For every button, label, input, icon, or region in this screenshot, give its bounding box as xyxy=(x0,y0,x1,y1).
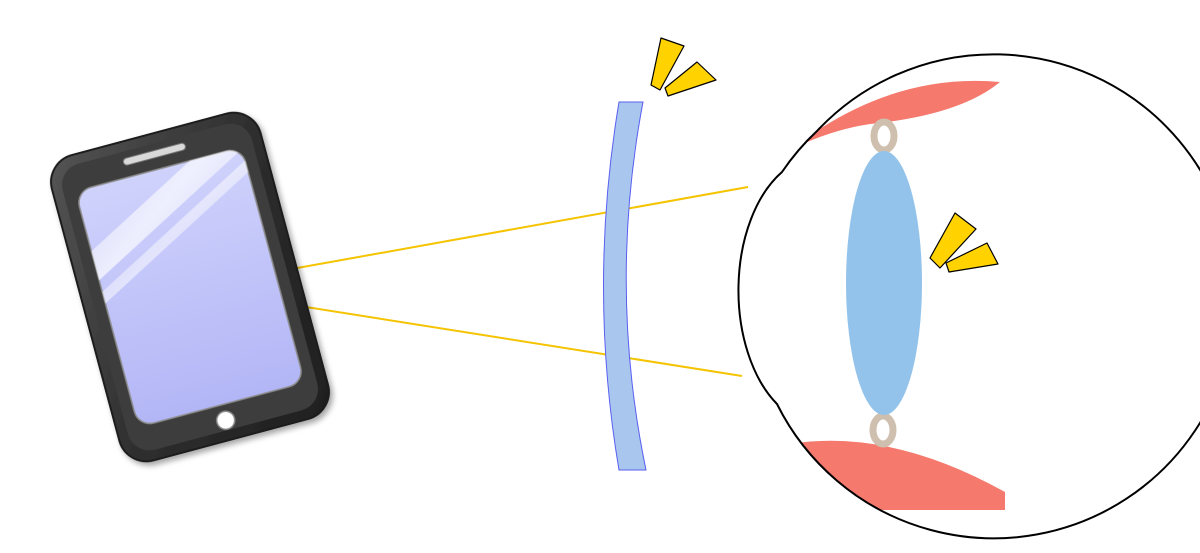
eyeball-border xyxy=(737,53,1200,540)
ciliary-muscle-top xyxy=(790,80,1000,150)
strain-marks-icon xyxy=(650,37,717,97)
eyeball-outline xyxy=(738,54,1200,539)
strain-marks-icon xyxy=(929,212,999,273)
phone-home-button xyxy=(215,410,236,431)
zonule-fibers xyxy=(869,118,898,448)
smartphone-icon xyxy=(50,111,330,463)
screen-glare xyxy=(91,146,249,304)
eye xyxy=(737,53,1200,540)
corrective-lens xyxy=(603,101,647,471)
phone-speaker xyxy=(122,142,186,166)
crystalline-lens xyxy=(846,151,922,415)
